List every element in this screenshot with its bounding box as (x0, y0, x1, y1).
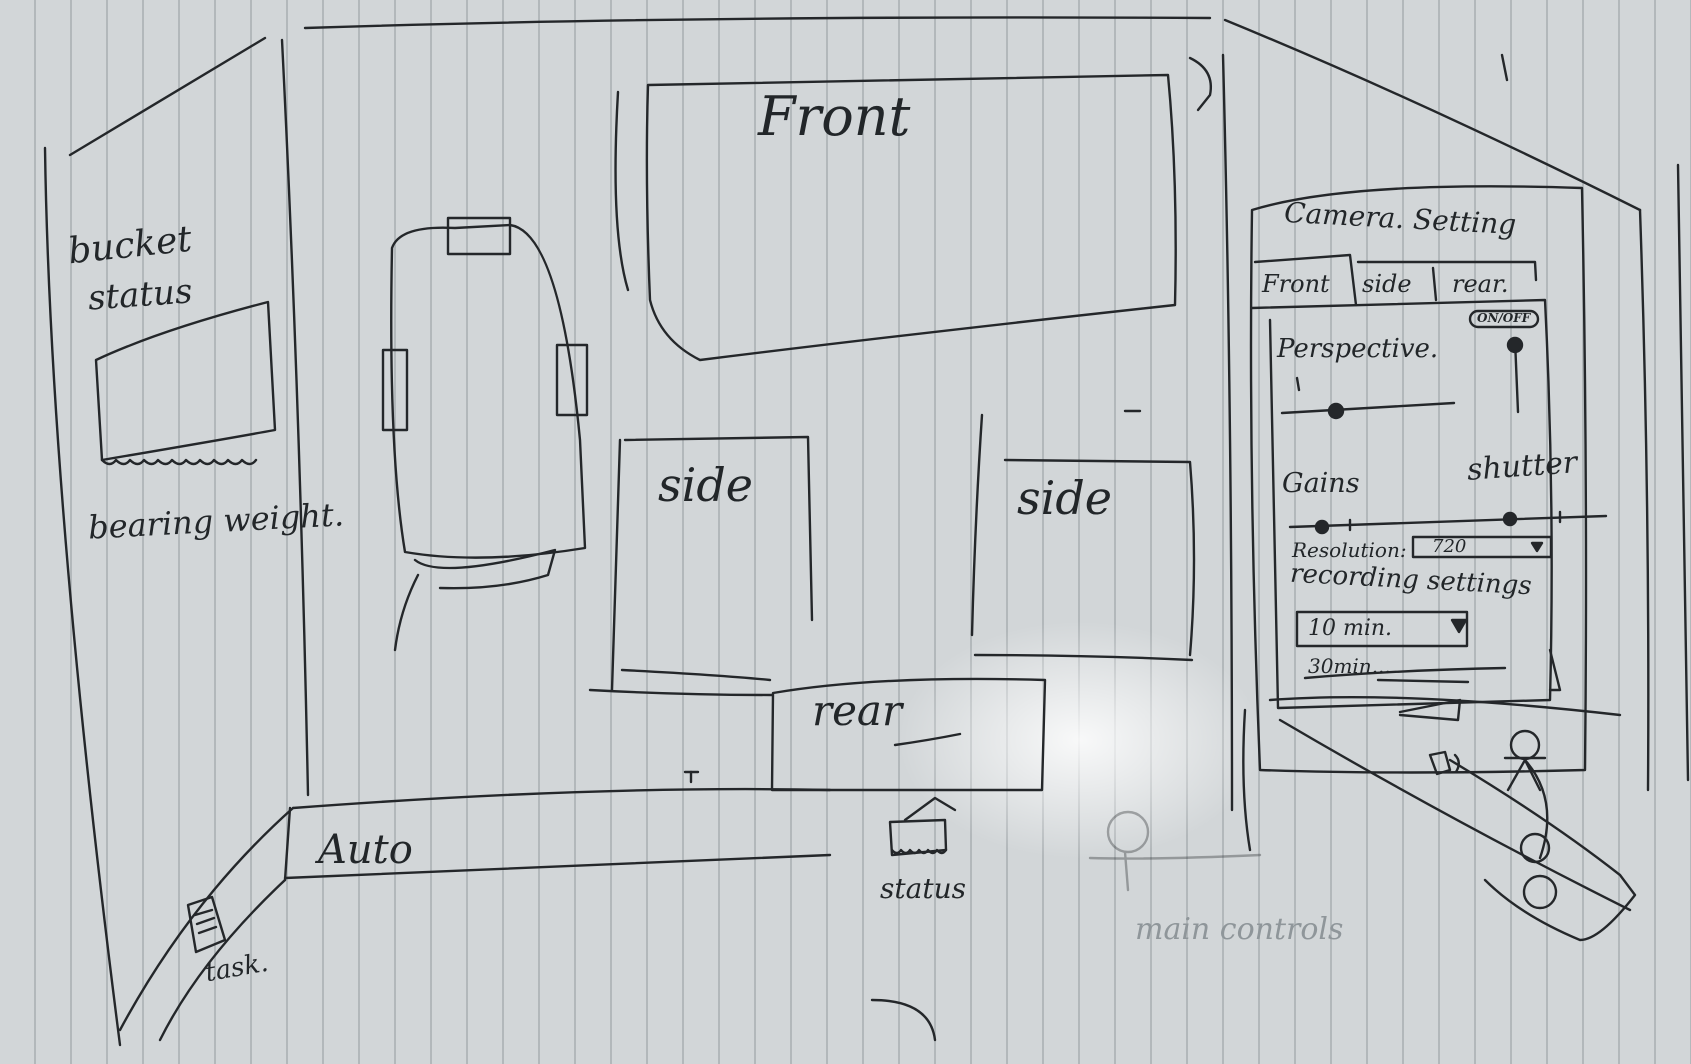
side-left-view-label: side (658, 458, 753, 512)
camera-settings-panel (1221, 18, 1690, 942)
auto-mode-label[interactable]: Auto (318, 827, 413, 873)
vehicle-top-view (381, 216, 589, 652)
side-right-camera-view (970, 409, 1196, 662)
rear-view-label: rear (812, 686, 903, 735)
resolution-label: Resolution: (1292, 538, 1407, 562)
tab-side[interactable]: side (1362, 270, 1412, 298)
perspective-label: Perspective. (1277, 334, 1439, 364)
on-off-toggle-label[interactable]: ON/OFF (1477, 311, 1531, 325)
tab-front[interactable]: Front (1262, 270, 1330, 298)
scribble-mark (870, 998, 937, 1042)
bucket-icon (888, 796, 957, 857)
bottom-control-bar (118, 770, 832, 1042)
side-left-camera-view (610, 435, 814, 692)
top-edge-line (303, 16, 1212, 30)
tree-icon (1088, 810, 1262, 892)
main-controls-label: main controls (1135, 912, 1344, 947)
recording-option-30min[interactable]: 30min... (1308, 654, 1391, 678)
bucket-status-panel (43, 36, 310, 1047)
front-camera-view (614, 56, 1212, 362)
document-icon (186, 895, 227, 954)
recording-select[interactable]: 10 min. (1308, 616, 1393, 641)
toggle-switch (1468, 309, 1540, 329)
rear-camera-view (588, 677, 1047, 792)
shutter-label: shutter (1465, 445, 1579, 488)
resolution-select[interactable]: 720 (1432, 536, 1467, 557)
side-right-view-label: side (1017, 471, 1112, 525)
front-view-label: Front (758, 85, 911, 148)
tab-rear[interactable]: rear. (1452, 270, 1509, 298)
gains-label: Gains (1282, 468, 1360, 499)
speaker-icon (1428, 750, 1460, 776)
bucket-icon (94, 300, 277, 462)
status-label: status (880, 872, 966, 905)
bucket-status-title-line2: status (86, 271, 194, 319)
